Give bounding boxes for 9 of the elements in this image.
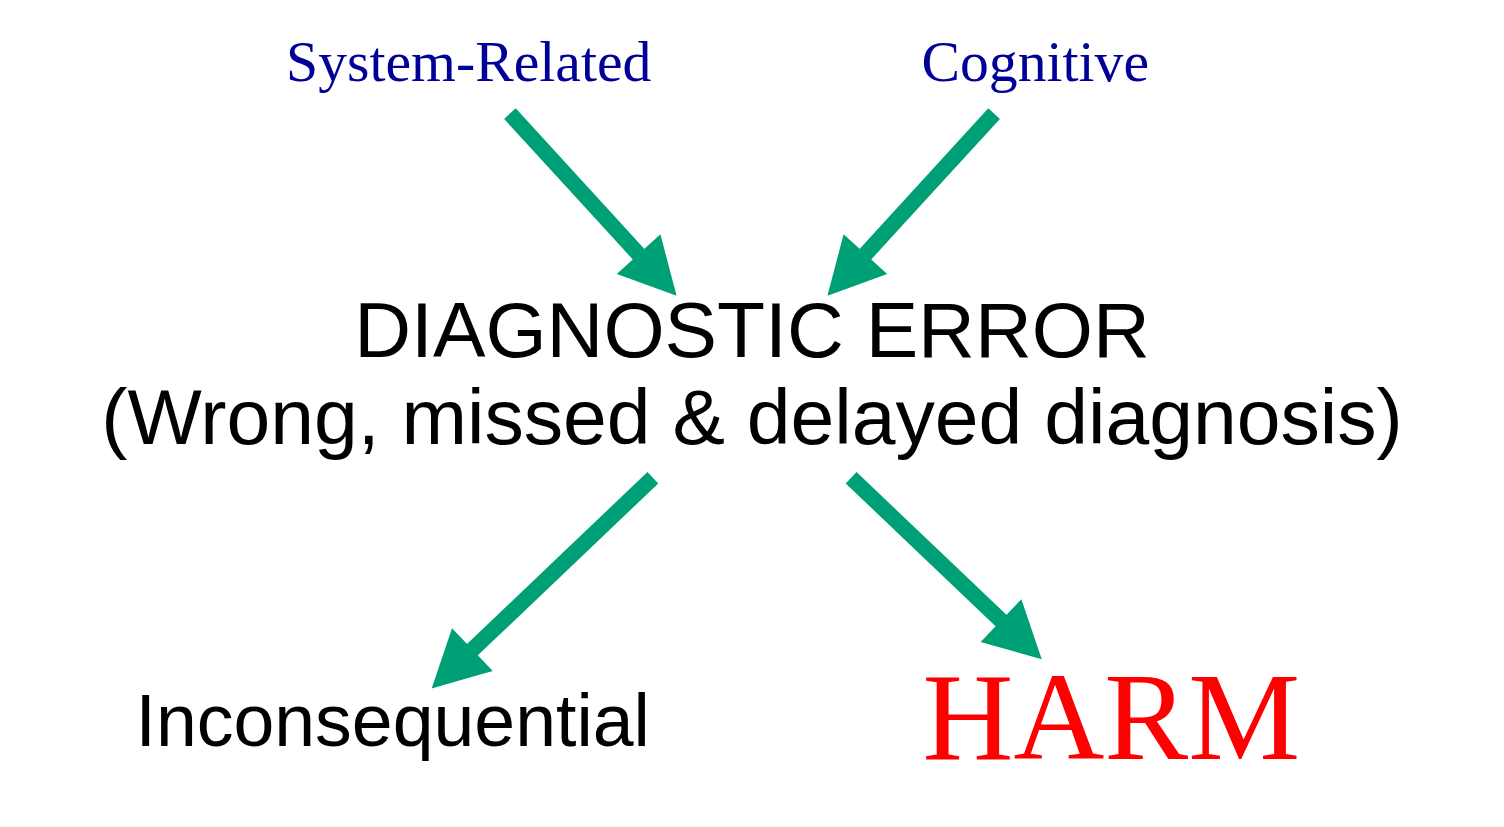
node-text: Cognitive: [921, 29, 1150, 93]
arrow: [431, 472, 659, 689]
node-text: HARM: [922, 647, 1301, 787]
node-text: System-Related: [286, 29, 652, 93]
arrow: [827, 108, 1000, 296]
node-text: DIAGNOSTIC ERROR (Wrong, missed & delayed diagnosis): [101, 286, 1403, 461]
arrow: [504, 108, 677, 296]
node-text: Inconsequential: [135, 680, 650, 763]
arrow: [845, 472, 1042, 660]
